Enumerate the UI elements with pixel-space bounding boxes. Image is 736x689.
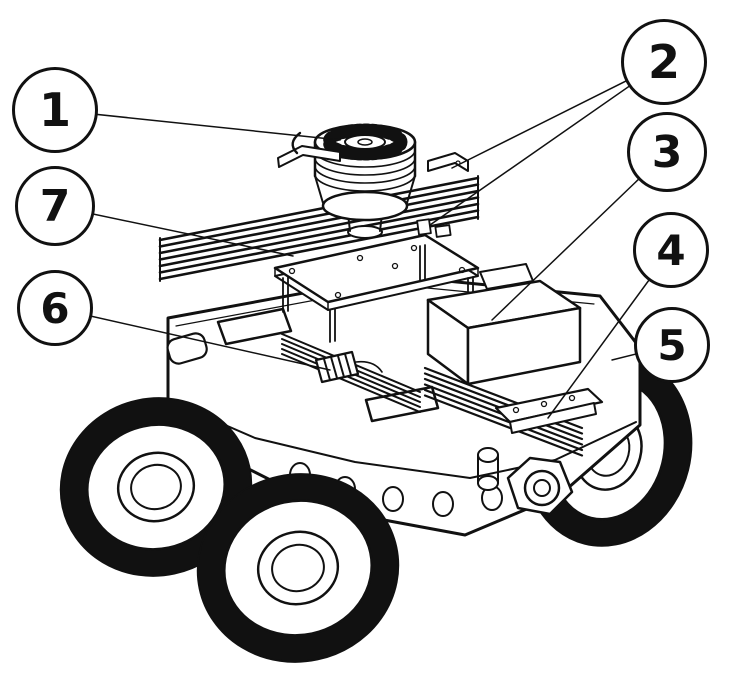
leader-line-7 <box>54 205 294 257</box>
callout-4: 4 <box>633 212 709 288</box>
leader-line-1 <box>54 109 341 141</box>
callout-1: 1 <box>12 67 98 153</box>
callout-3: 3 <box>627 112 707 192</box>
ribbed-connector <box>314 350 383 384</box>
camera-assembly <box>477 387 604 516</box>
callout-6: 6 <box>17 270 93 346</box>
lidar-sensor <box>313 123 452 239</box>
tire-front-left <box>196 473 400 663</box>
leader-line-6 <box>54 307 331 371</box>
equipment-box <box>426 279 582 386</box>
callout-2: 2 <box>621 19 707 105</box>
callout-5: 5 <box>634 307 710 383</box>
callout-7: 7 <box>15 166 95 246</box>
mounting-rails <box>158 175 584 457</box>
tire-rear-left <box>59 397 253 577</box>
antenna-brackets <box>277 131 469 172</box>
leader-line-2b <box>429 61 665 226</box>
